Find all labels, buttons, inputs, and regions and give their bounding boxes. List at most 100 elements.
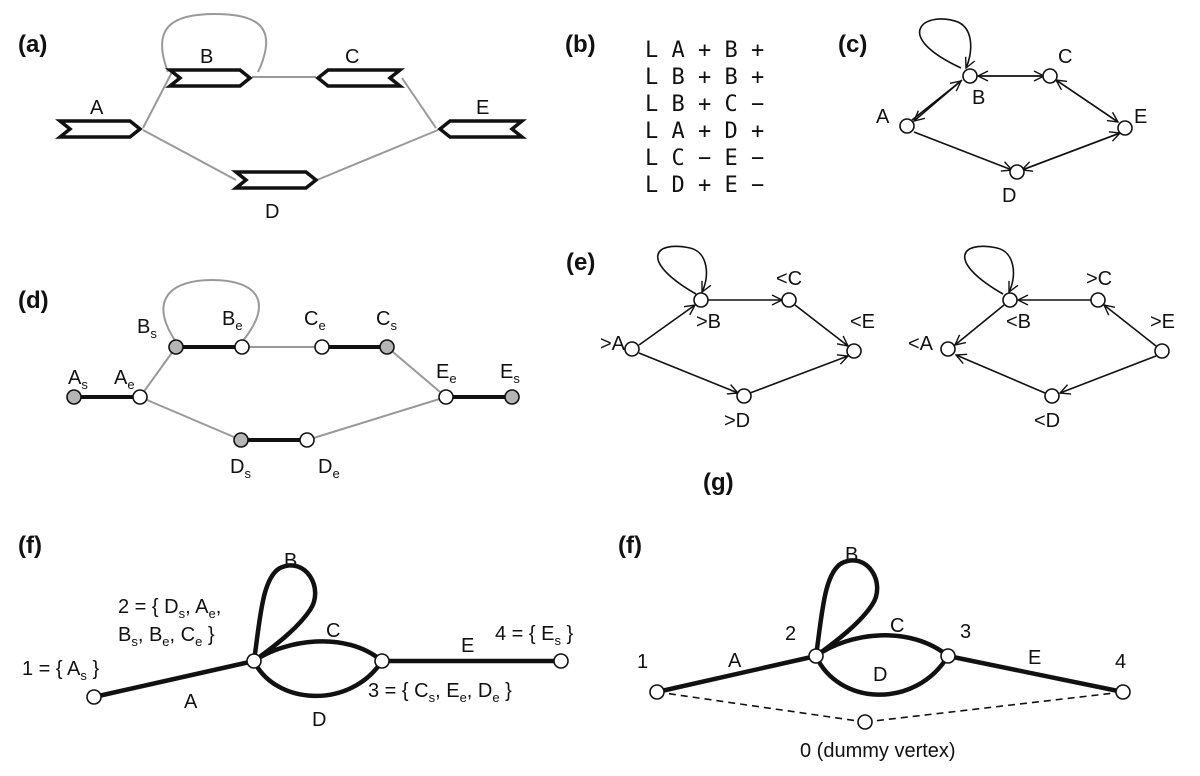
label-c: C: [345, 46, 359, 68]
label-d-cs: Cs: [376, 308, 397, 333]
vertex-f-3: [374, 653, 390, 669]
node-e-ma: [940, 341, 956, 357]
node-d-es: [504, 389, 520, 405]
panel-b: (b) L A + B + L B + B + L B + C − L A + …: [565, 31, 764, 198]
vertex-f2-2: [808, 648, 824, 664]
gfa-line-5: L C − E −: [645, 146, 764, 171]
label-e-me: >E: [1150, 311, 1175, 333]
edge-e-pd-pe: [749, 356, 848, 394]
edge-e-mb-loop: [963, 245, 1014, 295]
node-e-mb: [1002, 292, 1018, 308]
node-c-a: [899, 118, 915, 134]
edge-f2-e: [947, 653, 1124, 695]
edge-f2-c: [814, 633, 950, 658]
link-d-ae-bs: [139, 346, 177, 398]
label-d-es: Es: [500, 361, 520, 386]
node-d-de: [299, 432, 315, 448]
label-e-ma: <A: [908, 333, 934, 355]
gfa-line-1: L A + B +: [645, 38, 764, 63]
label-e-pa: >A: [600, 333, 626, 355]
label-c-b: B: [972, 87, 985, 109]
label-e-pe: <E: [850, 311, 875, 333]
edge-e-pa-pb: [638, 305, 695, 346]
link-d-e: [316, 129, 439, 181]
vertex-set-4: 4 = { Es }: [495, 623, 574, 648]
node-d-be: [234, 339, 250, 355]
node-e-mc: [1090, 292, 1106, 308]
node-d-bs: [168, 339, 184, 355]
vertex-f-4: [553, 653, 569, 669]
node-d-ae: [132, 389, 148, 405]
panel-label-f-right: (f): [618, 532, 642, 559]
edge-e-me-mc: [1104, 305, 1157, 347]
vertex-f2-3: [940, 648, 956, 664]
node-c-c: [1042, 68, 1058, 84]
segment-c-arrow: [315, 68, 405, 88]
label-b: B: [200, 46, 213, 68]
edge-b-a: [914, 79, 963, 121]
label-f2-4: 4: [1115, 651, 1126, 673]
link-b-loop: [161, 12, 268, 73]
node-e-pe: [846, 343, 862, 359]
edge-e-mb-ma: [955, 304, 1005, 345]
panel-label-a: (a): [18, 31, 47, 58]
gfa-line-3: L B + C −: [645, 92, 764, 117]
label-f2-1: 1: [637, 651, 648, 673]
link-d-b-loop: [162, 278, 260, 343]
panel-e: (e) >A >B <C <E >D <A <B >C >E <D: [566, 245, 1175, 432]
edge-e-pc-pe: [794, 304, 848, 346]
edge-f-b-loop: [251, 563, 318, 663]
segment-b-arrow: [165, 68, 253, 88]
edge-e-pb-loop: [656, 245, 707, 295]
gfa-line-6: L D + E −: [645, 173, 764, 198]
label-a: A: [90, 97, 104, 119]
label-f2-d: D: [873, 664, 887, 686]
node-e-pb: [693, 292, 709, 308]
label-c-c: C: [1058, 46, 1072, 68]
label-f2-b: B: [845, 544, 858, 566]
panel-label-f-left: (f): [18, 532, 42, 559]
node-d-ce: [314, 339, 330, 355]
panel-d: (d) As Ae Bs Be Ce Cs Ee Es Ds De: [18, 278, 520, 481]
gfa-line-2: L B + B +: [645, 65, 764, 90]
label-f-a: A: [184, 691, 198, 713]
link-a-b: [142, 71, 173, 129]
label-d-ae: Ae: [114, 367, 135, 392]
panel-a: (a) A B C E D: [18, 12, 527, 223]
panel-label-b: (b): [565, 31, 596, 58]
label-f-c: C: [326, 620, 340, 642]
link-d-cs-ee: [386, 346, 447, 398]
node-c-e: [1117, 120, 1133, 136]
edge-f2-d: [813, 654, 950, 697]
label-e: E: [476, 97, 489, 119]
link-c-e: [401, 77, 437, 129]
label-c-e: E: [1134, 106, 1147, 128]
vertex-f2-1: [649, 684, 665, 700]
edge-f2-dummy-1: [656, 691, 866, 723]
edge-f2-dummy-4: [864, 691, 1124, 723]
edge-f2-a: [656, 653, 817, 695]
edge-e-c: [1056, 80, 1119, 123]
node-e-me: [1154, 343, 1170, 359]
edge-e-me-md: [1060, 355, 1157, 393]
node-e-pc: [781, 292, 797, 308]
vertex-set-2-line2: Bs, Be, Ce }: [118, 624, 215, 649]
label-e-md: <D: [1034, 410, 1060, 432]
edge-e-pa-pd: [638, 352, 738, 393]
label-c-a: A: [876, 106, 890, 128]
label-f2-3: 3: [960, 621, 971, 643]
edge-f-c: [252, 639, 384, 663]
label-d-ds: Ds: [230, 456, 251, 481]
node-e-md: [1044, 388, 1060, 404]
label-d-de: De: [318, 456, 340, 481]
label-f2-0: 0 (dummy vertex): [800, 740, 956, 762]
edge-f2-b-loop: [813, 558, 880, 658]
label-f-d: D: [312, 709, 326, 731]
label-d: D: [265, 201, 279, 223]
label-e-mb: <B: [1006, 311, 1031, 333]
panel-f-left: (f) A B C D E 1 = { As } 2 = { Ds, Ae, B…: [18, 532, 574, 731]
node-d-as: [66, 389, 82, 405]
panel-label-g: (g): [703, 469, 734, 496]
node-e-pd: [736, 388, 752, 404]
